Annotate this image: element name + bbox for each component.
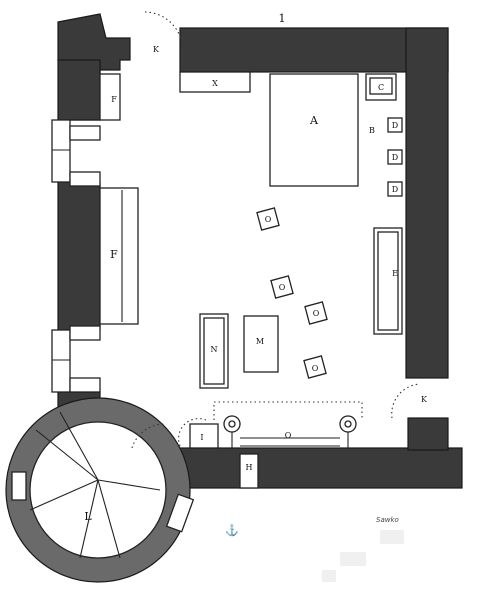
tower-window-south-east (165, 493, 195, 533)
door-swing-south-west (131, 423, 167, 449)
west-recess-3 (69, 325, 101, 341)
label-K-top: K (153, 45, 160, 54)
label-H: H (246, 463, 253, 472)
label-O-2: O (279, 283, 286, 292)
watermark-block-3 (322, 570, 336, 582)
label-O-4: O (312, 364, 319, 373)
item-E-inner (377, 231, 399, 331)
item-O-1 (256, 207, 280, 231)
label-A: A (309, 114, 319, 127)
item-D-3 (387, 181, 403, 197)
watermark-block-1 (380, 530, 404, 544)
west-recess-1 (69, 125, 101, 141)
item-H (239, 453, 259, 489)
west-wall-middle (57, 181, 101, 331)
post-right-inner (344, 420, 352, 428)
label-E: E (392, 269, 398, 278)
label-K-right: K (421, 395, 428, 404)
west-recess-2 (69, 171, 101, 187)
item-F-mid (99, 187, 139, 325)
label-D-2: D (392, 153, 398, 162)
item-X (179, 71, 251, 93)
west-wall-upper (57, 59, 101, 121)
anchor-mark-icon: ⚓ (225, 524, 239, 537)
east-wall (405, 27, 449, 379)
item-O-2 (270, 275, 294, 299)
label-F-top: F (111, 95, 117, 104)
item-O-3 (304, 301, 328, 325)
label-F-mid: F (110, 248, 118, 261)
item-N-inner (203, 317, 225, 385)
item-D-2 (387, 149, 403, 165)
label-O-big: O (285, 431, 292, 440)
north-mark: 1 (279, 12, 286, 25)
label-B: B (369, 126, 375, 135)
item-D-1 (387, 117, 403, 133)
label-O-3: O (313, 309, 320, 318)
label-C: C (378, 83, 384, 92)
item-O-4 (303, 355, 327, 379)
door-swing-east (391, 383, 421, 419)
post-left-inner (228, 420, 236, 428)
west-recess-4 (69, 377, 101, 393)
tower-window-west (11, 471, 27, 501)
item-A (269, 73, 359, 187)
artist-signature: Sawko (376, 516, 399, 524)
round-tower-room (29, 421, 167, 559)
south-wall (171, 447, 463, 489)
label-X: X (212, 79, 218, 88)
label-N: N (211, 345, 218, 354)
door-swing-top (144, 11, 183, 45)
label-L: L (84, 510, 92, 523)
label-O-1: O (265, 215, 272, 224)
north-wall (179, 27, 449, 73)
item-C-inner (369, 77, 393, 95)
dotted-enclosure-O (213, 401, 363, 420)
item-F-top (99, 73, 121, 121)
west-window-2 (51, 329, 71, 393)
label-D-3: D (392, 185, 398, 194)
label-I: I (200, 433, 203, 442)
west-window-1 (51, 119, 71, 183)
label-M: M (256, 337, 264, 346)
south-east-block (407, 417, 449, 451)
watermark-block-2 (340, 552, 366, 566)
label-D-1: D (392, 121, 398, 130)
item-I (189, 423, 219, 449)
door-swing-i (178, 418, 207, 447)
item-M (243, 315, 279, 373)
